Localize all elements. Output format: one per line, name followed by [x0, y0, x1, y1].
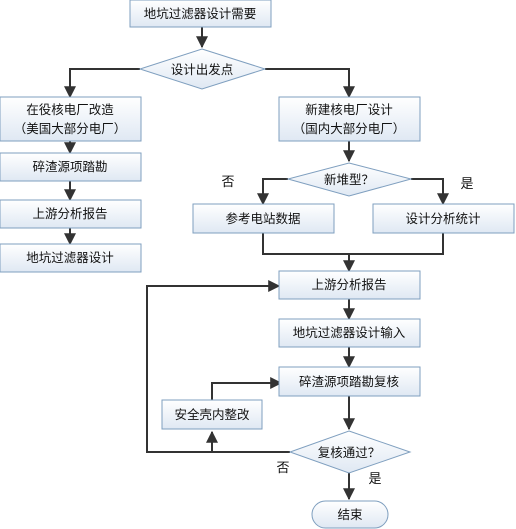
edge-decision-stats: [411, 178, 449, 206]
node-design-input-label: 地坑过滤器设计输入: [293, 325, 406, 340]
node-retrofit-line1: 在役核电厂改造: [26, 102, 114, 117]
node-start: 地坑过滤器设计需要: [129, 0, 272, 28]
label-review-yes: 是: [368, 472, 381, 487]
label-new-yes: 是: [460, 177, 473, 192]
node-newbuild-line2: （国内大部分电厂）: [293, 121, 406, 136]
node-upstream-main-label: 上游分析报告: [311, 277, 386, 292]
edge-ref-upstream: [262, 233, 349, 255]
node-newbuild-line1: 新建核电厂设计: [305, 102, 393, 117]
node-debris-left-label: 碎渣源项踏勘: [32, 159, 107, 174]
edges: [64, 27, 449, 501]
node-design-left: 地坑过滤器设计: [0, 243, 142, 273]
edge-labels: 否 是 否 是: [221, 175, 473, 487]
edge-decision-ref: [257, 178, 288, 206]
edge-fail-rectify: [206, 430, 290, 453]
node-new-reactor-label: 新堆型？: [324, 172, 374, 187]
node-design-input: 地坑过滤器设计输入: [278, 318, 421, 348]
edge-origin-retrofit: [64, 68, 140, 99]
node-start-label: 地坑过滤器设计需要: [144, 6, 257, 21]
node-origin: 设计出发点: [138, 48, 267, 90]
node-debris-review-label: 碎渣源项踏勘复核: [299, 374, 400, 389]
node-ref-plant: 参考电站数据: [192, 203, 335, 234]
node-upstream-left: 上游分析报告: [0, 199, 142, 229]
node-new-reactor: 新堆型？: [286, 162, 413, 197]
node-design-left-label: 地坑过滤器设计: [26, 250, 114, 265]
edge-stats-upstream: [349, 233, 444, 255]
node-upstream-left-label: 上游分析报告: [32, 206, 107, 221]
node-design-stats: 设计分析统计: [372, 203, 515, 234]
node-review-pass: 复核通过？: [288, 430, 412, 474]
edge-loop-upstream: [146, 280, 290, 453]
node-end-label: 结束: [337, 507, 363, 522]
edge-rectify-review: [211, 377, 283, 400]
edge-origin-newbuild: [265, 68, 355, 99]
node-rectify: 安全壳内整改: [161, 399, 263, 430]
node-debris-left: 碎渣源项踏勘: [0, 152, 142, 182]
node-design-stats-label: 设计分析统计: [405, 211, 480, 226]
node-retrofit-line2: （美国大部分电厂）: [14, 121, 127, 136]
node-upstream-main: 上游分析报告: [278, 270, 421, 300]
node-origin-label: 设计出发点: [171, 62, 234, 77]
label-new-no: 否: [221, 175, 234, 190]
node-review-pass-label: 复核通过？: [318, 445, 381, 460]
label-review-no: 否: [276, 461, 289, 476]
node-ref-plant-label: 参考电站数据: [225, 211, 300, 226]
node-debris-review: 碎渣源项踏勘复核: [278, 366, 421, 397]
node-newbuild: 新建核电厂设计 （国内大部分电厂）: [278, 96, 421, 142]
node-rectify-label: 安全壳内整改: [174, 407, 250, 422]
node-retrofit: 在役核电厂改造 （美国大部分电厂）: [0, 96, 142, 142]
node-end: 结束: [311, 500, 389, 529]
